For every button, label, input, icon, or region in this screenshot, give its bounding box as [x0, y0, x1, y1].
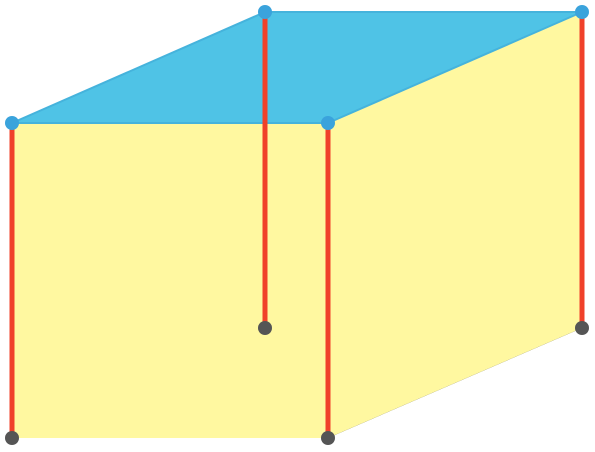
vertex-top-front-left — [5, 116, 19, 130]
vertex-bottom-back-right — [575, 321, 589, 335]
vertex-top-back-left — [258, 5, 272, 19]
vertex-bottom-back-left — [258, 321, 272, 335]
vertex-top-front-right — [321, 116, 335, 130]
vertex-bottom-front-right — [321, 431, 335, 445]
right-face — [328, 12, 582, 438]
vertex-top-back-right — [575, 5, 589, 19]
vertex-bottom-front-left — [5, 431, 19, 445]
front-face — [12, 123, 328, 438]
